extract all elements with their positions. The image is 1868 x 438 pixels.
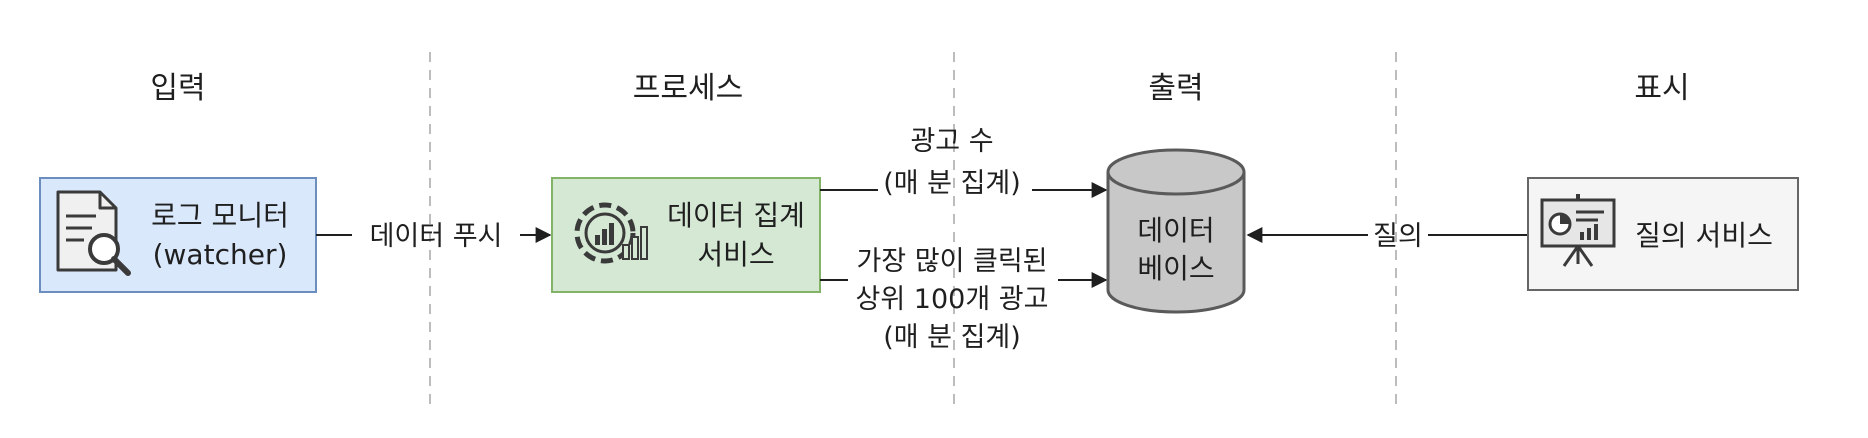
log-monitor-label-line2: (watcher) <box>153 238 288 271</box>
database-label-line2: 베이스 <box>1137 252 1214 285</box>
presentation-board-icon <box>1540 194 1616 267</box>
edge-top-ads-label-line1: 가장 많이 클릭된 <box>856 246 1047 277</box>
database-label-line1: 데이터 <box>1137 214 1214 247</box>
edge-top-ads: 가장 많이 클릭된 상위 100개 광고 (매 분 집계) <box>820 246 1108 353</box>
column-dividers <box>429 52 1397 410</box>
edge-top-ads-label-line3: (매 분 집계) <box>883 322 1021 353</box>
header-display: 표시 <box>1634 71 1689 106</box>
edge-push-label: 데이터 푸시 <box>370 221 503 252</box>
edge-top-ads-label-line2: 상위 100개 광고 <box>856 284 1049 315</box>
column-headers: 입력 프로세스 출력 표시 <box>150 71 1689 106</box>
aggregation-service-box <box>551 177 821 293</box>
query-service-label: 질의 서비스 <box>1635 219 1773 252</box>
header-process: 프로세스 <box>633 71 743 106</box>
query-service-node: 질의 서비스 <box>1527 177 1799 291</box>
database-node: 데이터 베이스 <box>1106 148 1246 314</box>
edge-query: 질의 <box>1246 221 1528 252</box>
log-monitor-label-line1: 로그 모니터 <box>151 199 289 232</box>
edge-ad-count-label-line2: (매 분 집계) <box>883 168 1021 199</box>
document-search-icon <box>56 190 131 276</box>
database-cylinder-top <box>1106 148 1246 196</box>
aggregation-service-label-line2: 서비스 <box>697 238 774 271</box>
aggregation-service-node: 데이터 집계 서비스 <box>551 177 821 293</box>
edge-ad-count: 광고 수 (매 분 집계) <box>820 126 1108 199</box>
edge-ad-count-label-line1: 광고 수 <box>910 126 993 157</box>
database-cylinder-body <box>1106 172 1246 314</box>
aggregation-service-label-line1: 데이터 집계 <box>667 199 805 232</box>
header-output: 출력 <box>1148 71 1203 106</box>
edge-query-label: 질의 <box>1373 221 1423 252</box>
edge-push: 데이터 푸시 <box>316 221 552 252</box>
gear-chart-icon <box>574 202 648 264</box>
log-monitor-node: 로그 모니터 (watcher) <box>39 177 317 293</box>
header-input: 입력 <box>150 71 205 106</box>
